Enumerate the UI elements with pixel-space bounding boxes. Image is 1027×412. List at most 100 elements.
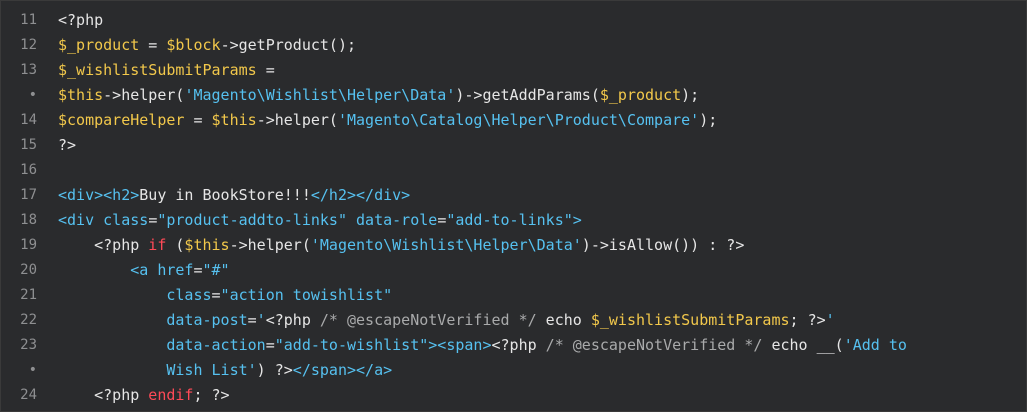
code-token: if [148,236,167,254]
code-token: <h2> [103,186,140,204]
code-content: ?> [58,133,76,158]
code-token: </h2> [310,186,357,204]
code-token: $this [211,111,257,129]
code-content: <div class="product-addto-links" data-ro… [58,208,582,233]
code-token: endif [148,386,194,404]
code-token: <?php [94,236,149,254]
code-token: class [103,211,149,229]
code-line: 16 [1,158,1026,183]
line-number-gutter [1,1,45,411]
code-content: data-post='<?php /* @escapeNotVerified *… [166,308,834,333]
wrap-indicator: • [28,362,37,378]
code-token: = [184,111,212,129]
code-token: $compareHelper [58,111,185,129]
code-line: 19 <?php if ($this->helper('Magento\Wishl… [1,233,1026,258]
code-token [347,211,356,229]
code-token: <span> [437,336,492,354]
code-token: ->helper( [256,111,338,129]
code-token: </div> [356,186,411,204]
line-number: 17 [20,187,37,203]
code-token: Buy in BookStore!!! [139,186,311,204]
code-content: <?php endif; ?> [94,383,229,408]
code-token: /* @escapeNotVerified */ [545,336,763,354]
code-token: ); [681,86,700,104]
code-content: Wish List') ?></span></a> [166,358,392,383]
code-token: 'Magento\Wishlist\Helper\Data' [184,86,456,104]
line-number: 12 [20,37,37,53]
line-number: 24 [20,387,37,403]
code-token: 'Magento\Wishlist\Helper\Data' [310,236,582,254]
code-token: </a> [356,361,393,379]
code-token: data-post [166,311,248,329]
code-token: data-action [166,336,266,354]
code-token: ?> [58,136,77,154]
line-number: 13 [20,62,37,78]
line-number: 21 [20,287,37,303]
code-line: 17 <div><h2>Buy in BookStore!!!</h2></div… [1,183,1026,208]
code-token: /* @escapeNotVerified */ [319,311,537,329]
code-line: 12 $_product = $block->getProduct(); [1,33,1026,58]
code-token: ( [166,236,185,254]
code-token: <?php [265,311,320,329]
code-token: <div> [58,186,104,204]
code-token: <div [58,211,104,229]
code-line: 24 <?php endif; ?> [1,383,1026,408]
code-token: $_product [599,86,682,104]
code-token: > [572,211,582,229]
code-token: $this [58,86,104,104]
code-token: = [139,36,167,54]
line-number: 11 [20,12,37,28]
code-token: > [428,336,438,354]
code-line: 13 $_wishlistSubmitParams = [1,58,1026,83]
code-token: 'Magento\Catalog\Helper\Product\Compare' [337,111,700,129]
code-token: )->getAddParams( [455,86,600,104]
code-content: data-action="add-to-wishlist"><span><?ph… [166,333,907,358]
code-token: $_product [58,36,140,54]
code-token: </span> [292,361,357,379]
code-token: ; ?> [789,311,826,329]
code-token: ' [825,311,835,329]
code-content: <div><h2>Buy in BookStore!!!</h2></div> [58,183,410,208]
code-token: <?php [58,11,104,29]
code-token: href [157,261,194,279]
code-token: "#" [202,261,230,279]
code-token: "product-addto-links" [157,211,347,229]
line-number: 20 [20,262,37,278]
code-token: ' [256,311,266,329]
code-token: echo [536,311,591,329]
code-token: data-role [356,211,438,229]
code-token: ) ?> [256,361,293,379]
code-line: •$this->helper('Magento\Wishlist\Helper\… [1,83,1026,108]
code-token: $_wishlistSubmitParams [58,61,257,79]
code-content: $_wishlistSubmitParams = [58,58,275,83]
code-token: <?php [94,386,149,404]
code-token: $this [184,236,230,254]
code-token: ); [699,111,718,129]
code-token: = [148,211,158,229]
code-line: 21 class="action towishlist" [1,283,1026,308]
line-number: 16 [20,162,37,178]
code-token: = [437,211,447,229]
line-number: 14 [20,112,37,128]
code-line: 11 <?php [1,8,1026,33]
code-token: "action towishlist" [220,286,393,304]
code-token: ->getProduct(); [220,36,357,54]
line-number: 18 [20,212,37,228]
code-line: 14 $compareHelper = $this->helper('Magent… [1,108,1026,133]
code-content: $_product = $block->getProduct(); [58,33,356,58]
code-content: class="action towishlist" [166,283,392,308]
code-token: ->helper( [229,236,311,254]
code-line: 20<a href="#" [1,258,1026,283]
code-token: "add-to-links" [446,211,573,229]
line-number: 19 [20,237,37,253]
code-line: • Wish List') ?></span></a> [1,358,1026,383]
code-token: $_wishlistSubmitParams [590,311,790,329]
code-token: ->helper( [103,86,185,104]
code-token: 'Add to [843,336,907,354]
line-number: 15 [20,137,37,153]
code-token: "add-to-wishlist" [274,336,429,354]
code-token: class [166,286,212,304]
code-token: <a [130,261,158,279]
